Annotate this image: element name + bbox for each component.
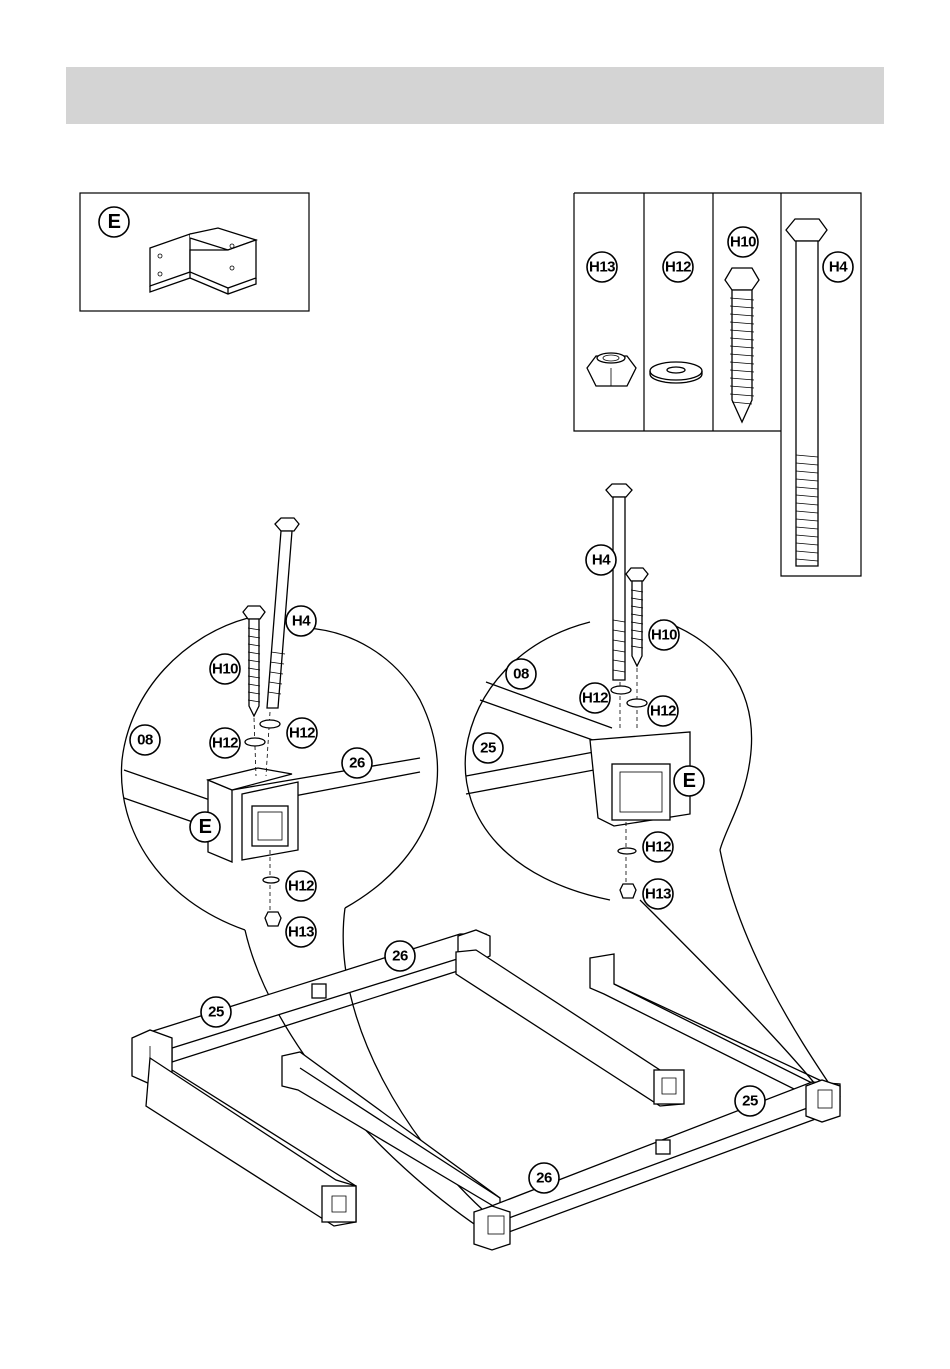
hardware-label-h10: H10 <box>730 234 756 251</box>
detail-left-label-washer-c: H12 <box>288 878 314 895</box>
detail-right-label-screw: H10 <box>651 627 677 644</box>
hardware-label-h13: H13 <box>589 259 615 276</box>
detail-right-label-beam-a: 08 <box>513 666 529 683</box>
washer-icon <box>650 362 702 383</box>
long-bolt-icon <box>786 219 827 566</box>
detail-left-label-beam-a: 08 <box>137 732 153 749</box>
frame-label-rail-front-long: 26 <box>536 1170 552 1187</box>
detail-right-label-nut: H13 <box>645 886 671 903</box>
detail-left-label-washer-a: H12 <box>212 735 238 752</box>
detail-left-label-screw: H10 <box>212 661 238 678</box>
hardware-label-h4: H4 <box>829 259 848 276</box>
frame-assembly: 26 25 25 26 <box>132 930 840 1250</box>
detail-right-label-washer-b: H12 <box>650 703 676 720</box>
bracket-e-icon <box>150 228 256 294</box>
frame-label-rail-front-right: 25 <box>742 1093 758 1110</box>
detail-right-label-washer-a: H12 <box>582 690 608 707</box>
bracket-e-callout: E <box>99 207 129 237</box>
detail-right-label-bracket: E <box>683 770 696 792</box>
detail-left-label-nut: H13 <box>288 924 314 941</box>
frame-label-rail-back-short: 25 <box>208 1004 224 1021</box>
nut-icon <box>587 353 636 386</box>
detail-right-label-bolt: H4 <box>592 552 611 569</box>
detail-left-label-bolt: H4 <box>292 613 311 630</box>
detail-left-label-beam-b: 26 <box>349 755 365 772</box>
detail-left-label-washer-b: H12 <box>289 725 315 742</box>
lag-screw-icon <box>725 268 759 422</box>
bracket-e-label: E <box>108 211 121 233</box>
detail-right-label-beam-b: 25 <box>480 740 496 757</box>
parts-box: E <box>80 193 309 311</box>
detail-right-label-washer-c: H12 <box>645 839 671 856</box>
frame-label-rail-back-long: 26 <box>392 948 408 965</box>
hardware-label-h12: H12 <box>665 259 691 276</box>
detail-left-label-bracket: E <box>199 816 212 838</box>
